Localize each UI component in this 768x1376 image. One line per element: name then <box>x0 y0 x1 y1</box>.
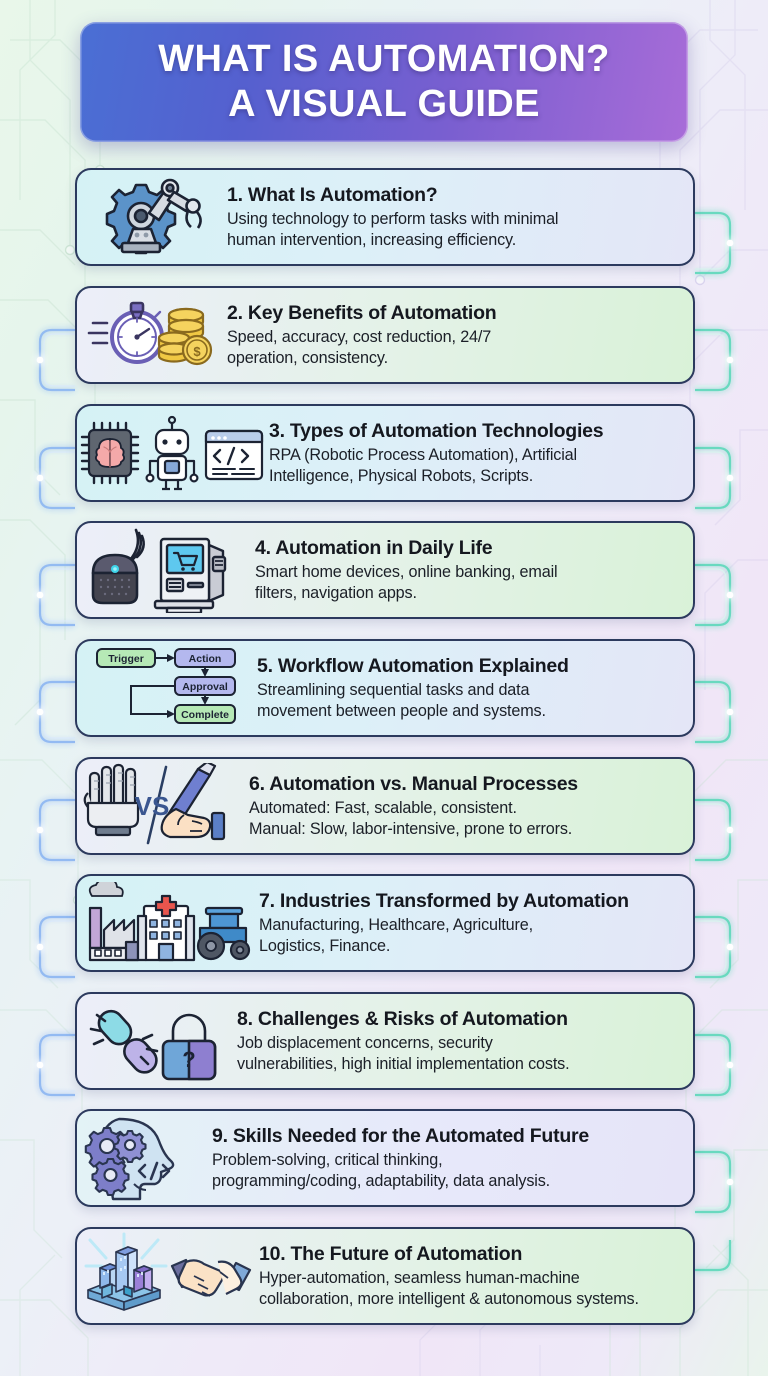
card-3-body: RPA (Robotic Process Automation), Artifi… <box>269 446 577 485</box>
factory-hospital-tractor-icon <box>77 876 259 970</box>
card-1-title: 1. What Is Automation? <box>227 184 438 207</box>
card-3-types-of-automation[interactable]: 3. Types of Automation Technologies RPA … <box>75 404 695 502</box>
card-7-body: Manufacturing, Healthcare, Agriculture, … <box>259 916 533 955</box>
card-9-text: 9. Skills Needed for the Automated Futur… <box>212 1125 693 1190</box>
card-2-text: 2. Key Benefits of Automation Speed, acc… <box>227 302 693 367</box>
workflow-label-action: Action <box>189 653 222 665</box>
card-3-text: 3. Types of Automation Technologies RPA … <box>269 420 693 485</box>
card-9-title: 9. Skills Needed for the Automated Futur… <box>212 1125 589 1148</box>
card-6-body: Automated: Fast, scalable, consistent. M… <box>249 799 573 838</box>
workflow-label-approval: Approval <box>182 681 228 693</box>
card-8-body: Job displacement concerns, security vuln… <box>237 1034 570 1073</box>
card-6-title: 6. Automation vs. Manual Processes <box>249 773 578 796</box>
workflow-label-trigger: Trigger <box>108 653 144 665</box>
svg-text:$: $ <box>193 344 201 359</box>
card-5-workflow-automation[interactable]: Trigger Action Approval Complete 5. Work… <box>75 639 695 737</box>
workflow-label-complete: Complete <box>181 709 229 721</box>
lock-question-mark: ? <box>182 1047 195 1072</box>
workflow-diagram-icon: Trigger Action Approval Complete <box>77 641 257 735</box>
card-4-automation-daily-life[interactable]: 4. Automation in Daily Life Smart home d… <box>75 521 695 619</box>
card-2-body: Speed, accuracy, cost reduction, 24/7 op… <box>227 328 492 367</box>
ai-chip-robot-code-icon <box>77 406 269 500</box>
card-4-body: Smart home devices, online banking, emai… <box>255 563 558 602</box>
page-title-line-1: WHAT IS AUTOMATION? <box>158 38 610 81</box>
page-title-line-2: A VISUAL GUIDE <box>228 83 540 125</box>
card-9-skills-needed[interactable]: 9. Skills Needed for the Automated Futur… <box>75 1109 695 1207</box>
card-5-title: 5. Workflow Automation Explained <box>257 655 569 678</box>
vs-label: VS <box>135 791 170 821</box>
stopwatch-coins-icon: $ <box>77 288 227 382</box>
smart-city-handshake-icon <box>77 1229 259 1323</box>
card-8-challenges-risks[interactable]: ? 8. Challenges & Risks of Automation Jo… <box>75 992 695 1090</box>
smart-speaker-atm-icon <box>77 523 255 617</box>
head-gears-code-icon <box>77 1111 212 1205</box>
card-1-what-is-automation[interactable]: 1. What Is Automation? Using technology … <box>75 168 695 266</box>
card-3-title: 3. Types of Automation Technologies <box>269 420 604 443</box>
card-7-text: 7. Industries Transformed by Automation … <box>259 890 693 955</box>
card-2-title: 2. Key Benefits of Automation <box>227 302 497 325</box>
card-10-future-of-automation[interactable]: 10. The Future of Automation Hyper-autom… <box>75 1227 695 1325</box>
card-1-text: 1. What Is Automation? Using technology … <box>227 184 693 249</box>
card-6-text: 6. Automation vs. Manual Processes Autom… <box>249 773 693 838</box>
card-7-title: 7. Industries Transformed by Automation <box>259 890 629 913</box>
card-9-body: Problem-solving, critical thinking, prog… <box>212 1151 551 1190</box>
page-title-banner: WHAT IS AUTOMATION? A VISUAL GUIDE <box>80 22 688 142</box>
broken-chain-lock-icon: ? <box>77 994 237 1088</box>
card-8-title: 8. Challenges & Risks of Automation <box>237 1008 568 1031</box>
card-8-text: 8. Challenges & Risks of Automation Job … <box>237 1008 693 1073</box>
card-10-title: 10. The Future of Automation <box>259 1243 523 1266</box>
card-5-text: 5. Workflow Automation Explained Streaml… <box>257 655 693 720</box>
card-7-industries-transformed[interactable]: 7. Industries Transformed by Automation … <box>75 874 695 972</box>
card-4-title: 4. Automation in Daily Life <box>255 537 493 560</box>
card-6-automation-vs-manual[interactable]: VS 6. Automation vs. Manual Processes Au… <box>75 757 695 855</box>
gear-robot-arm-icon <box>77 170 227 264</box>
card-1-body: Using technology to perform tasks with m… <box>227 210 559 249</box>
card-4-text: 4. Automation in Daily Life Smart home d… <box>255 537 693 602</box>
card-10-body: Hyper-automation, seamless human-machine… <box>259 1269 639 1308</box>
card-5-body: Streamlining sequential tasks and data m… <box>257 681 546 720</box>
robot-hand-vs-human-hand-icon: VS <box>77 759 249 853</box>
card-10-text: 10. The Future of Automation Hyper-autom… <box>259 1243 693 1308</box>
card-2-key-benefits[interactable]: $ 2. Key Benefits of Automation Speed, a… <box>75 286 695 384</box>
